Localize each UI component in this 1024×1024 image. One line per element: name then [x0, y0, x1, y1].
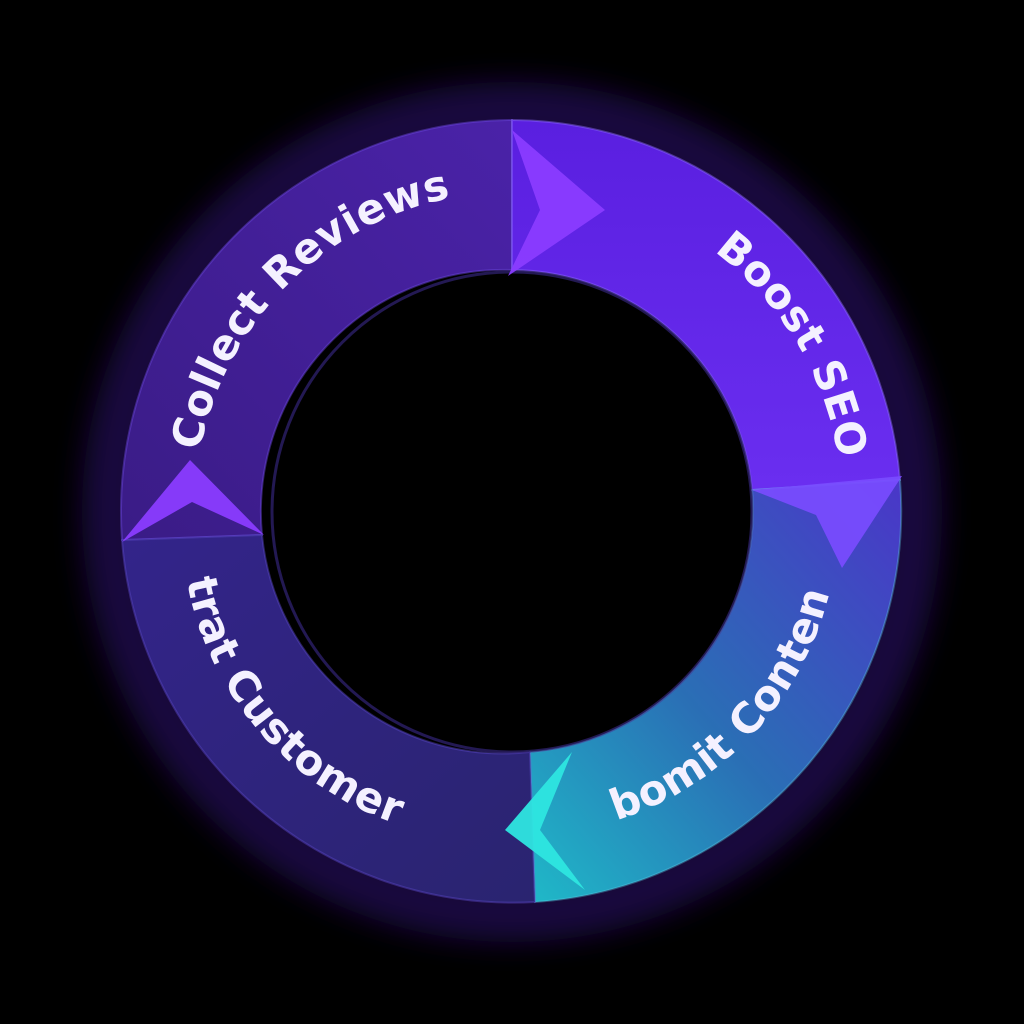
arrow-head-top [508, 130, 605, 276]
segment-attract-customers [120, 533, 537, 904]
segment-collect-reviews [120, 118, 513, 542]
arrow-head-right [752, 476, 902, 568]
ring-glow [82, 82, 942, 942]
arrow-head-bottom [505, 752, 585, 890]
arrow-head-left [122, 460, 264, 542]
ring-inner-hole [270, 270, 754, 754]
